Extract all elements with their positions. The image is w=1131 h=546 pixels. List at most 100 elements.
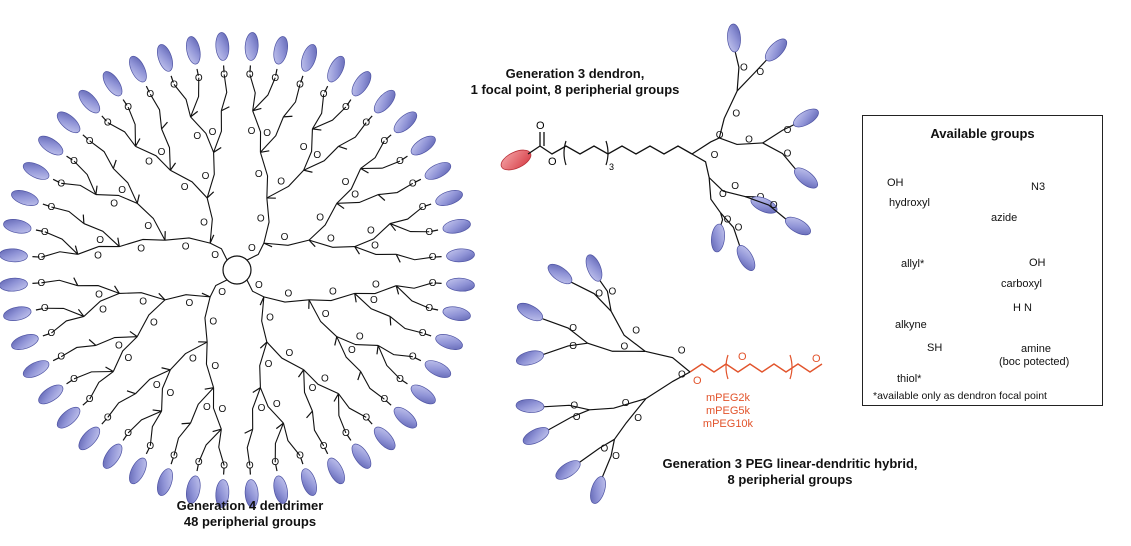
atom-label: O — [370, 295, 378, 306]
dendrimer-bond — [252, 110, 262, 153]
atom-label: O — [153, 380, 161, 391]
peripheral-group-oval — [56, 406, 81, 429]
repeat-brackets — [563, 140, 609, 166]
bond — [145, 85, 150, 93]
peripheral-group-oval — [435, 334, 463, 350]
dendrimer-bond — [263, 239, 310, 246]
atom-label: O — [327, 233, 335, 244]
dendrimer-bond — [389, 316, 423, 334]
atom-label: O — [273, 399, 281, 410]
peripheral-group-oval — [435, 190, 463, 206]
atom-label: O — [396, 374, 404, 385]
bond — [303, 169, 313, 173]
legend-footnote: *available only as dendron focal point — [873, 390, 1047, 402]
bond — [431, 308, 439, 311]
peripheral-group-oval — [393, 111, 418, 134]
bond — [338, 145, 348, 150]
atom-label: O — [711, 150, 719, 161]
atom-label: O — [38, 252, 46, 263]
peripheral-group-oval — [56, 111, 81, 134]
bond — [82, 214, 85, 224]
atom-label: O — [57, 352, 65, 363]
peripheral-group-oval — [273, 36, 288, 65]
peripheral-group-oval — [157, 468, 173, 496]
dendrimer-bond — [396, 253, 433, 261]
amine-sublabel: (boc potected) — [999, 356, 1070, 368]
focal-point-group — [500, 149, 532, 171]
dendrimer-bond — [161, 128, 171, 171]
dendrimer-bond — [107, 393, 136, 418]
carbonyl-o: O — [536, 120, 545, 132]
atom-label: O — [348, 345, 356, 356]
atom-label: O — [271, 73, 279, 84]
atom-label: O — [419, 328, 427, 339]
dendrimer-bond — [336, 168, 362, 204]
bond — [354, 293, 357, 303]
atom-label: O — [48, 328, 56, 339]
dendrimer-bond — [95, 194, 138, 204]
dendrimer-bond — [112, 168, 138, 204]
bond — [82, 400, 89, 406]
peripheral-group-oval — [38, 135, 64, 156]
dendron-bond — [547, 409, 590, 431]
dendrimer-bond — [161, 369, 171, 412]
dendrimer-bond — [360, 160, 401, 170]
bond — [324, 447, 329, 455]
dendron-bond — [708, 177, 722, 214]
bond — [117, 237, 120, 247]
dendrimer-bond — [312, 106, 347, 130]
dendrimer-bond — [303, 369, 313, 412]
peripheral-group-oval — [102, 71, 123, 97]
atom-label: O — [181, 182, 189, 193]
peripheral-group-oval — [78, 426, 101, 451]
atom-label: O — [115, 340, 123, 351]
peripheral-group-oval — [186, 475, 201, 504]
dendrimer-bond — [170, 169, 208, 199]
atom-label: O — [678, 369, 686, 380]
dendrimer-bond — [127, 106, 137, 147]
atom-label: O — [284, 289, 292, 300]
atom-label: O — [419, 202, 427, 213]
dendron-bond — [601, 439, 616, 480]
dendrimer-bond — [206, 152, 215, 199]
peripheral-group-oval — [522, 427, 550, 445]
dendrimer-bond — [311, 94, 325, 130]
atom-label: O — [600, 443, 608, 454]
atom-label: O — [756, 67, 764, 78]
atom-label: O — [321, 374, 329, 385]
dendrimer-bond — [311, 411, 325, 447]
atom-label: O — [320, 441, 328, 452]
atom-label: O — [104, 412, 112, 423]
bond — [367, 115, 373, 122]
peripheral-group-oval — [424, 162, 452, 180]
dendrimer-bond — [338, 122, 367, 147]
bond — [275, 68, 278, 76]
bond — [213, 147, 222, 153]
hydroxyl-label: hydroxyl — [889, 197, 930, 209]
atom-label: O — [425, 227, 433, 238]
atom-label: O — [609, 286, 617, 297]
atom-label: O — [94, 250, 102, 261]
atom-label: O — [211, 361, 219, 372]
bond — [105, 366, 114, 373]
peripheral-group-oval — [555, 460, 581, 480]
peripheral-group-oval — [410, 384, 436, 405]
dendrimer-bond — [135, 145, 171, 171]
atom-label: O — [195, 457, 203, 468]
peripheral-group-oval — [373, 89, 396, 114]
atom-label: O — [281, 232, 289, 243]
peripheral-group-oval — [215, 32, 230, 61]
peripheral-group-oval — [273, 475, 288, 504]
atom-label: O — [362, 412, 370, 423]
bond — [312, 128, 322, 131]
bond — [346, 99, 352, 106]
atom-label: O — [735, 222, 743, 233]
atom-label: O — [144, 221, 152, 232]
dendrimer-bond — [377, 344, 413, 358]
bond — [101, 418, 107, 425]
dendrimer-bond — [41, 279, 78, 287]
dendrimer-bond — [246, 242, 265, 261]
dendrimer-bond — [44, 231, 79, 255]
